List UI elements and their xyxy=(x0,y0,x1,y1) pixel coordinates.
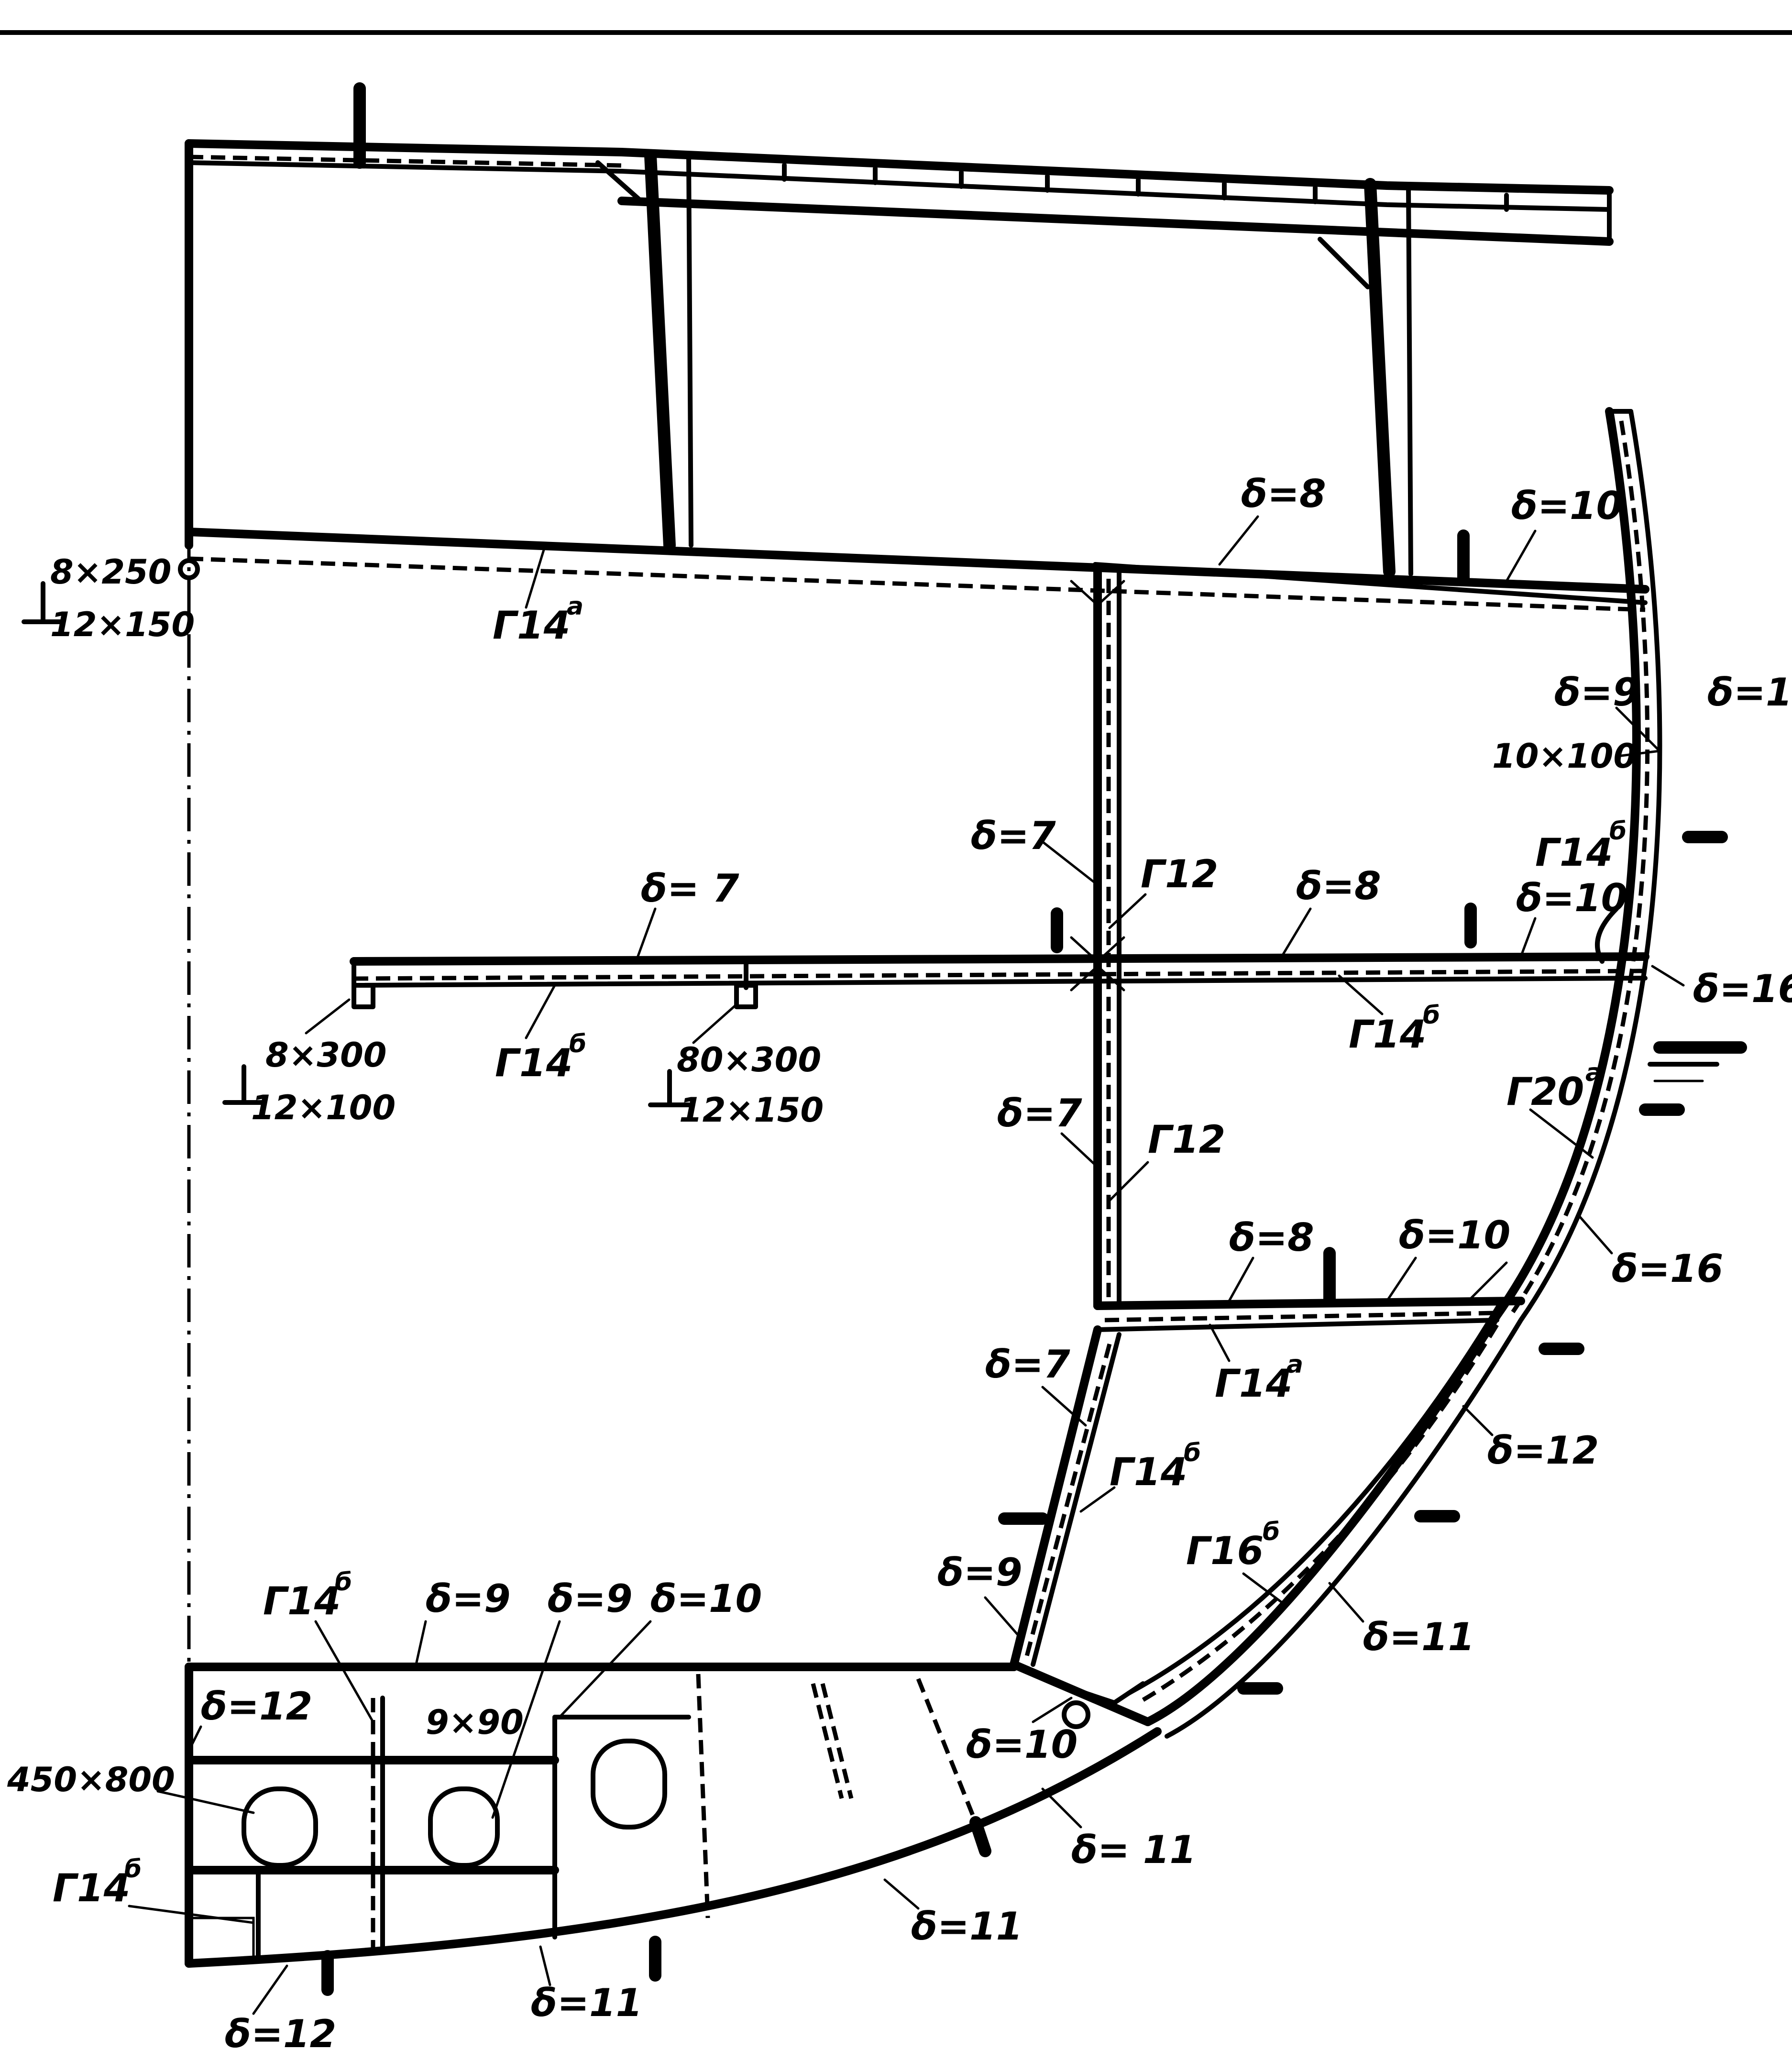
label-angle-2nd-deck-right-sup: б xyxy=(1423,1001,1440,1030)
upper-deck xyxy=(185,82,1614,550)
label-t-2nd-deck-left: δ= 7 xyxy=(641,866,739,911)
label-angle-2nd-deck-right: Г14 xyxy=(1349,1012,1426,1057)
label-t-shell-wl: δ=16 xyxy=(1693,967,1792,1011)
label-t-bhd-mid: δ=7 xyxy=(997,1091,1082,1135)
label-t-keel: δ=12 xyxy=(225,2012,336,2050)
label-flat-bar-db: 9×90 xyxy=(426,1703,524,1742)
longitudinal-bulkhead xyxy=(1070,567,1125,1310)
label-angle-bhd-mid: Г12 xyxy=(1148,1117,1225,1162)
label-angle-2nd-deck-left-sup: б xyxy=(569,1030,586,1058)
label-angle-bhd-lower: Г14 xyxy=(1110,1450,1187,1494)
main-deck xyxy=(178,528,1649,612)
label-t-3rd-deck: δ=8 xyxy=(1229,1215,1314,1260)
label-t-3rd-deck-side: δ=10 xyxy=(1399,1213,1510,1257)
label-t-shell-bilge: δ=11 xyxy=(1363,1615,1474,1659)
label-tbar-side: 10×100 xyxy=(1492,737,1637,776)
label-tbar-main-bottom: 12×150 xyxy=(50,605,195,644)
label-t-inner-bottom-2: δ=9 xyxy=(548,1576,633,1621)
label-t-bhd-lower: δ=7 xyxy=(985,1342,1070,1387)
label-angle-2nd-deck-left: Г14 xyxy=(495,1041,572,1085)
label-tbar-2nd-mid-bottom: 12×150 xyxy=(679,1091,824,1130)
lower-bulkhead xyxy=(998,1325,1121,1669)
label-tbar-2nd-left-top: 8×300 xyxy=(265,1036,386,1075)
label-angle-bhd-upper: Г12 xyxy=(1141,852,1218,896)
label-angle-side-top: Г14 xyxy=(1535,830,1613,875)
label-t-side-top: δ=9 xyxy=(1554,670,1639,715)
label-t-sheer: δ=11 xyxy=(1707,670,1792,715)
label-angle-db: Г14 xyxy=(263,1579,341,1623)
label-angle-frame-lower: Г16 xyxy=(1186,1529,1264,1573)
label-t-shell-mid: δ=16 xyxy=(1612,1246,1723,1291)
label-tbar-2nd-mid-top: 80×300 xyxy=(677,1040,821,1080)
lower-frame xyxy=(1010,1299,1504,1729)
label-tbar-main-top: 8×250 xyxy=(50,552,171,592)
label-t-main-deck: δ=8 xyxy=(1241,472,1326,516)
label-t-main-deck-side: δ=10 xyxy=(1511,484,1623,528)
label-angle-frame-side-sup: а xyxy=(1585,1058,1602,1087)
label-angle-3rd-deck: Г14 xyxy=(1215,1361,1292,1406)
label-angle-db-sup: б xyxy=(335,1568,352,1597)
label-t-floor: δ=10 xyxy=(650,1576,762,1621)
label-angle-3rd-deck-sup: а xyxy=(1286,1350,1303,1379)
label-angle-db-bottom: Г14 xyxy=(53,1866,130,1910)
label-angle-frame-lower-sup: б xyxy=(1263,1518,1280,1546)
label-t-2nd-deck-side: δ=10 xyxy=(1516,876,1627,920)
label-t-bhd-bottom: δ=9 xyxy=(937,1550,1022,1595)
label-t-bottom-mid: δ=11 xyxy=(911,1904,1022,1949)
label-t-inner-bottom-1: δ=9 xyxy=(426,1576,511,1621)
side-shell xyxy=(1143,407,1747,1739)
label-t-bottom-center: δ=11 xyxy=(531,1981,642,2025)
label-manhole: 450×800 xyxy=(7,1760,175,1799)
pillars xyxy=(644,149,1413,578)
label-angle-main-deck-sup: а xyxy=(567,592,583,621)
double-bottom xyxy=(185,1663,1162,1996)
label-tbar-2nd-left-bottom: 12×100 xyxy=(251,1088,396,1127)
label-angle-side-top-sup: б xyxy=(1609,817,1627,846)
label-angle-main-deck: Г14 xyxy=(493,603,570,648)
label-t-shell-lower: δ=12 xyxy=(1487,1428,1599,1473)
label-t-bhd-upper: δ=7 xyxy=(971,814,1056,858)
labels: δ=8 δ=10 Г14 а 8×250 12×150 δ=9 δ=11 10×… xyxy=(7,472,1792,2050)
label-angle-bhd-lower-sup: б xyxy=(1184,1439,1201,1467)
second-deck xyxy=(350,903,1649,1009)
label-t-bracket: δ=10 xyxy=(966,1722,1077,1767)
label-t-2nd-deck-right: δ=8 xyxy=(1296,864,1381,908)
label-angle-db-bottom-sup: б xyxy=(124,1855,142,1884)
label-angle-frame-side: Г20 xyxy=(1506,1069,1584,1114)
label-t-girder: δ=12 xyxy=(201,1684,312,1729)
label-t-bottom-bilge: δ= 11 xyxy=(1071,1828,1196,1872)
third-deck xyxy=(1093,1247,1525,1332)
